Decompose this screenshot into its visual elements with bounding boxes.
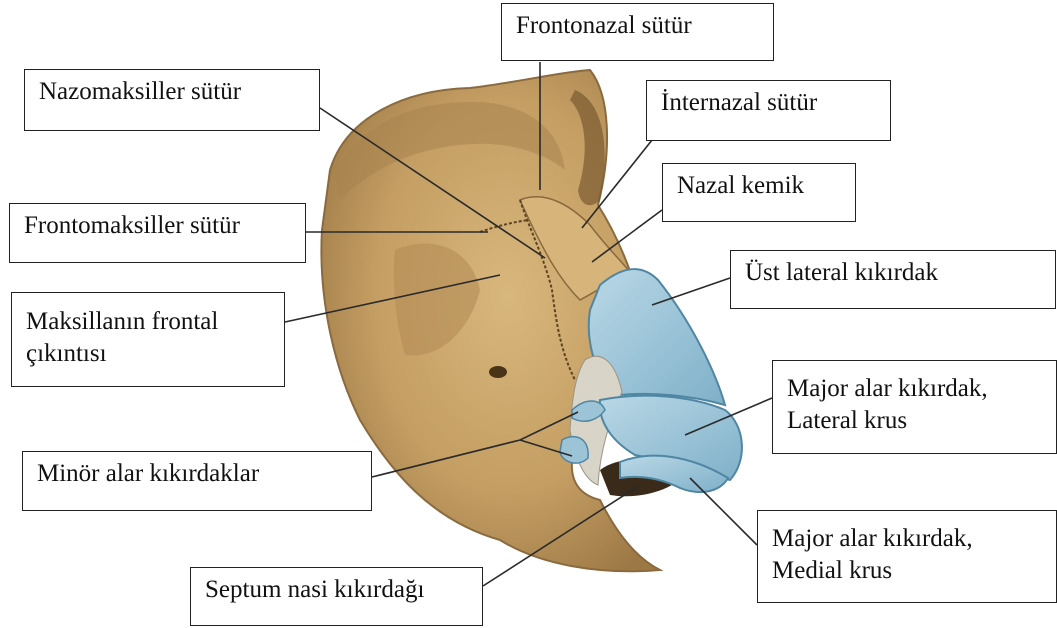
- label-minor-alar-kikirdaklar: Minör alar kıkırdaklar: [22, 451, 372, 511]
- leader-major-medial: [690, 478, 757, 545]
- label-text: Septum nasi kıkırdağı: [205, 574, 468, 606]
- label-text: Nazomaksiller sütür: [39, 76, 305, 108]
- label-septum-nasi-kikirdagi: Septum nasi kıkırdağı: [190, 567, 483, 626]
- label-text-line2: Lateral krus: [787, 405, 1042, 437]
- infraorbital-foramen: [489, 366, 507, 378]
- label-text-line1: Major alar kıkırdak,: [772, 523, 1042, 555]
- label-internazal-sutur: İnternazal sütür: [646, 80, 891, 141]
- label-text-line1: Major alar kıkırdak,: [787, 373, 1042, 405]
- label-ust-lateral-kikirdak: Üst lateral kıkırdak: [730, 250, 1056, 309]
- label-frontomaksiller-sutur: Frontomaksiller sütür: [9, 203, 306, 263]
- label-text-line1: Maksillanın frontal: [26, 306, 270, 338]
- label-text-line2: Medial krus: [772, 555, 1042, 587]
- label-text: İnternazal sütür: [661, 87, 876, 119]
- label-text: Frontomaksiller sütür: [24, 210, 291, 242]
- label-frontonazal-sutur: Frontonazal sütür: [501, 3, 774, 61]
- minor-alar-cartilage-2: [560, 437, 588, 464]
- label-text: Minör alar kıkırdaklar: [37, 458, 357, 490]
- label-major-alar-lateral-krus: Major alar kıkırdak, Lateral krus: [772, 360, 1057, 454]
- label-text: Nazal kemik: [677, 170, 841, 202]
- label-text: Frontonazal sütür: [516, 10, 759, 42]
- label-text: Üst lateral kıkırdak: [745, 257, 1041, 289]
- label-text-line2: çıkıntısı: [26, 338, 270, 370]
- label-nazomaksiller-sutur: Nazomaksiller sütür: [24, 69, 320, 131]
- label-nazal-kemik: Nazal kemik: [662, 163, 856, 222]
- label-major-alar-medial-krus: Major alar kıkırdak, Medial krus: [757, 510, 1057, 603]
- label-maksilla-frontal-cikintisi: Maksillanın frontal çıkıntısı: [11, 292, 285, 387]
